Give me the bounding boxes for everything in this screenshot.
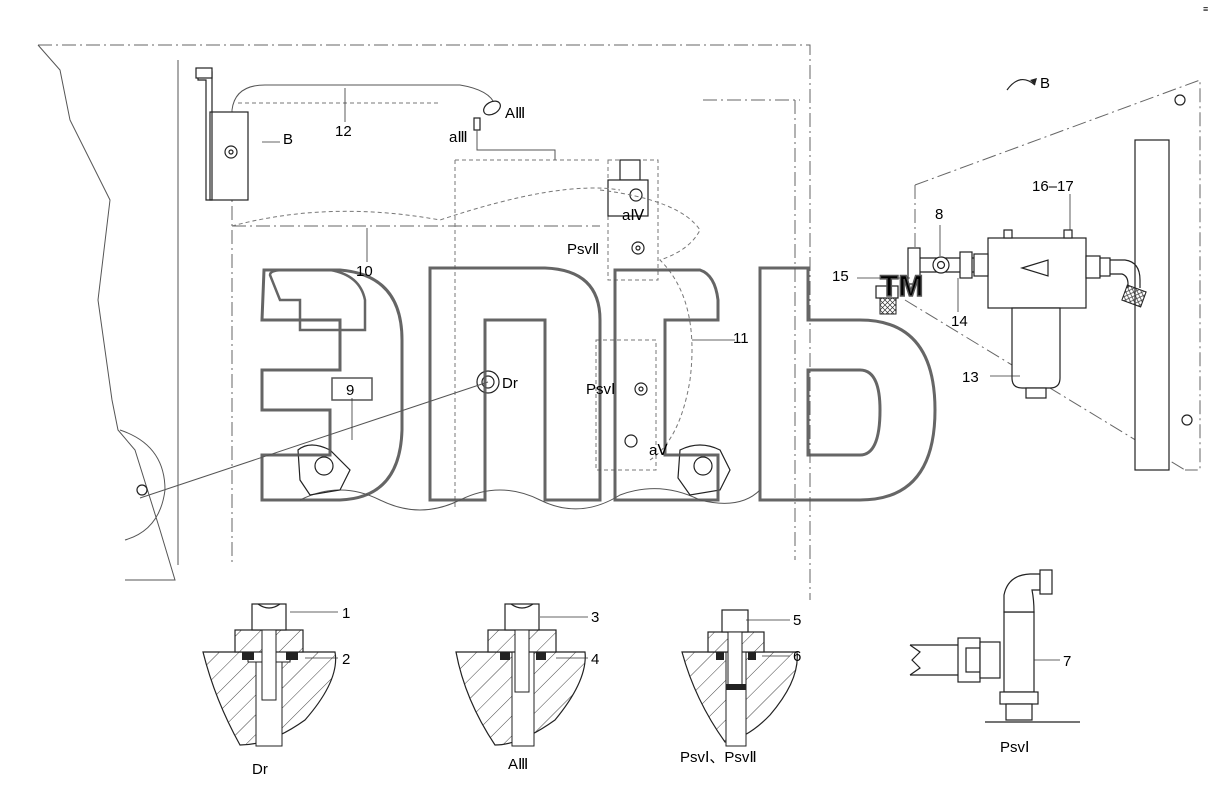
label-1: 1 xyxy=(342,605,350,622)
filter-assembly xyxy=(875,78,1201,471)
label-13: 13 xyxy=(962,369,979,386)
view-arrow-b-right: B xyxy=(1040,75,1050,92)
view-arrow-b-left: B xyxy=(283,131,293,148)
port-labels: AⅢ aⅢ aⅣ PsvⅡ Dr PsvⅠ aⅤ B B xyxy=(283,75,1050,459)
watermark-mark: TM xyxy=(880,270,923,303)
detail-psv-pair xyxy=(681,609,798,747)
label-14: 14 xyxy=(951,313,968,330)
label-15: 15 xyxy=(832,268,849,285)
label-7: 7 xyxy=(1063,653,1071,670)
watermark-logo xyxy=(260,266,937,502)
label-16-17: 16–17 xyxy=(1032,178,1074,195)
port-psv-i: PsvⅠ xyxy=(586,381,615,398)
detail-captions: Dr AⅢ PsvⅠ、PsvⅡ PsvⅠ xyxy=(252,739,1029,778)
corner-mark: ≡ xyxy=(1203,4,1208,14)
detail-a-iii xyxy=(455,603,586,747)
part-numbers: 12 10 9 11 13 8 15 14 16–17 1 2 3 4 5 6 … xyxy=(335,123,1074,670)
label-5: 5 xyxy=(793,612,801,629)
label-11: 11 xyxy=(733,330,749,347)
main-view xyxy=(37,44,811,600)
label-4: 4 xyxy=(591,651,599,668)
label-3: 3 xyxy=(591,609,599,626)
detail-psv-i xyxy=(909,569,1080,723)
label-10: 10 xyxy=(356,263,373,280)
port-a-v: aⅤ xyxy=(649,442,668,459)
detail-dr xyxy=(202,603,337,747)
label-9: 9 xyxy=(346,382,354,399)
leader-lines xyxy=(262,88,1071,661)
port-a-iii-upper: AⅢ xyxy=(505,105,525,122)
label-6: 6 xyxy=(793,648,801,665)
label-12: 12 xyxy=(335,123,352,140)
port-dr: Dr xyxy=(502,375,518,392)
port-psv-ii: PsvⅡ xyxy=(567,241,599,258)
caption-psv-i: PsvⅠ xyxy=(1000,739,1029,756)
label-8: 8 xyxy=(935,206,943,223)
caption-psv-pair: PsvⅠ、PsvⅡ xyxy=(680,749,757,766)
caption-a-iii: AⅢ xyxy=(508,756,528,773)
label-2: 2 xyxy=(342,651,350,668)
port-a-iv: aⅣ xyxy=(622,207,644,224)
port-a-iii-lower: aⅢ xyxy=(449,129,468,146)
caption-dr: Dr xyxy=(252,761,268,778)
